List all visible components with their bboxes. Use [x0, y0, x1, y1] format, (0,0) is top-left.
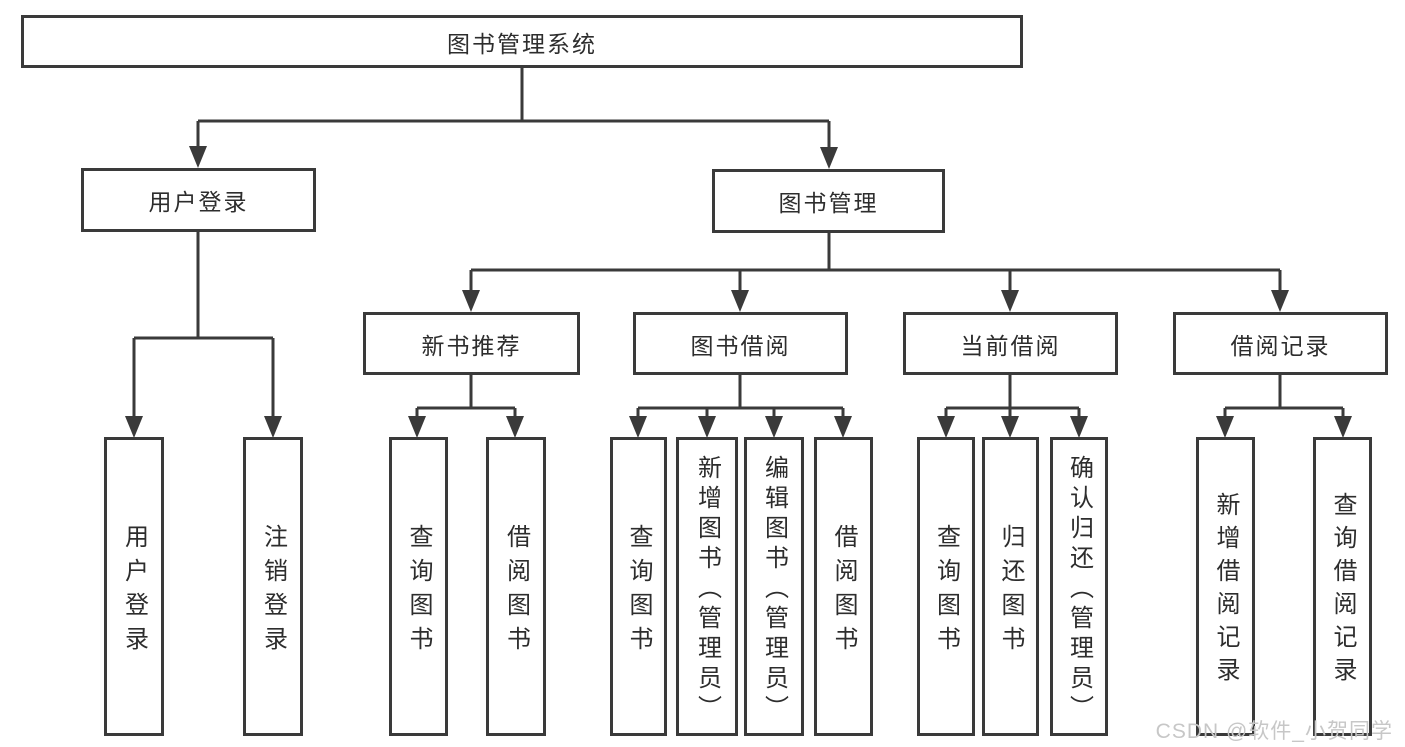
leaf-borrow-books-recommend: 借阅图书 — [486, 437, 546, 736]
node-label: 图书借阅 — [690, 332, 791, 359]
leaf-logout: 注销登录 — [243, 437, 303, 736]
leaf-label: 注销登录 — [259, 523, 287, 660]
node-library-management-system: 图书管理系统 — [21, 15, 1023, 68]
leaf-label: 借阅图书 — [502, 523, 530, 660]
leaf-edit-book-admin: 编辑图书（管理员） — [744, 437, 804, 736]
node-label: 当前借阅 — [960, 332, 1061, 359]
node-label: 借阅记录 — [1230, 332, 1331, 359]
leaf-label: 借阅图书 — [830, 523, 857, 660]
node-book-management: 图书管理 — [712, 169, 945, 233]
leaf-label: 归还图书 — [997, 523, 1024, 660]
leaf-query-books-borrowing: 查询图书 — [610, 437, 667, 736]
leaf-add-book-admin: 新增图书（管理员） — [676, 437, 738, 736]
node-label: 图书管理系统 — [447, 30, 597, 57]
leaf-label: 查询借阅记录 — [1329, 492, 1356, 690]
leaf-return-book: 归还图书 — [982, 437, 1039, 736]
node-new-book-recommendation: 新书推荐 — [363, 312, 580, 375]
node-label: 图书管理 — [778, 190, 879, 216]
arrow-heads — [125, 146, 1352, 438]
node-label: 用户登录 — [148, 189, 249, 215]
leaf-label: 新增图书（管理员） — [693, 454, 721, 725]
leaf-confirm-return-admin: 确认归还（管理员） — [1050, 437, 1108, 736]
node-book-borrowing: 图书借阅 — [633, 312, 848, 375]
node-current-borrowing: 当前借阅 — [903, 312, 1118, 375]
leaf-add-borrow-record: 新增借阅记录 — [1196, 437, 1255, 736]
csdn-watermark: CSDN @软件_小贺同学 — [1155, 720, 1393, 743]
leaf-label: 新增借阅记录 — [1212, 492, 1239, 690]
leaf-label: 用户登录 — [120, 523, 148, 660]
leaf-label: 查询图书 — [932, 523, 960, 660]
node-user-login: 用户登录 — [81, 168, 316, 232]
leaf-label: 确认归还（管理员） — [1065, 454, 1093, 725]
leaf-user-login: 用户登录 — [104, 437, 164, 736]
leaf-query-borrow-record: 查询借阅记录 — [1313, 437, 1372, 736]
leaf-query-books-recommend: 查询图书 — [389, 437, 448, 736]
leaf-query-books-current: 查询图书 — [917, 437, 975, 736]
leaf-label: 查询图书 — [405, 523, 432, 660]
leaf-label: 查询图书 — [625, 523, 652, 660]
node-borrowing-records: 借阅记录 — [1173, 312, 1388, 375]
node-label: 新书推荐 — [421, 332, 522, 359]
leaf-borrow-books: 借阅图书 — [814, 437, 873, 736]
leaf-label: 编辑图书（管理员） — [760, 454, 788, 725]
